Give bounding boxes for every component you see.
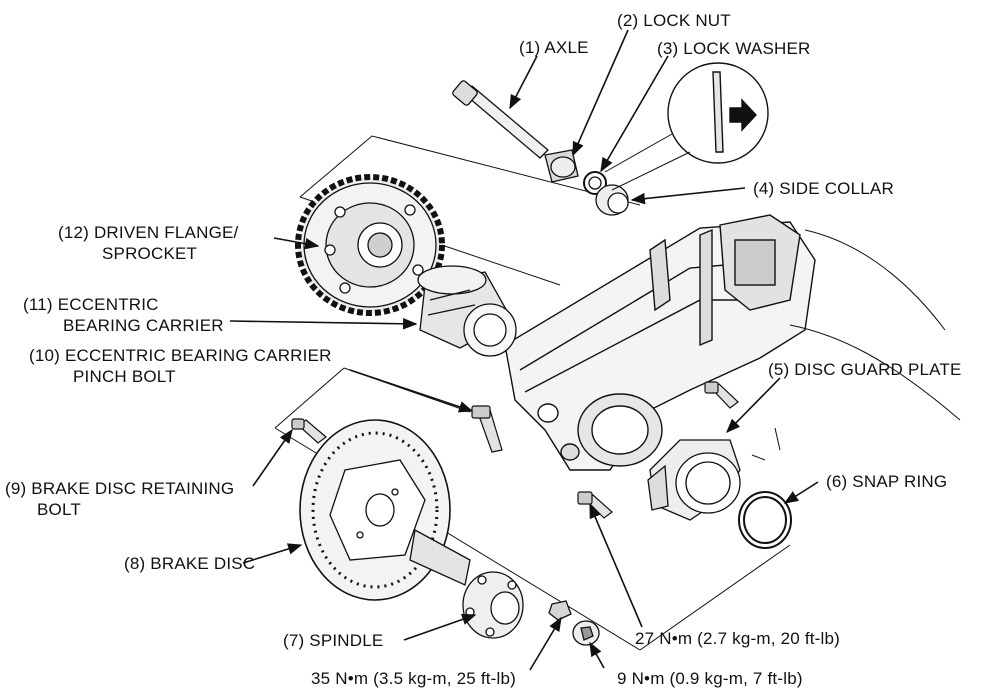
label-spindle: (7) SPINDLE	[283, 631, 384, 650]
label-snap-ring: (6) SNAP RING	[826, 472, 948, 491]
label-driven-flange: (12) DRIVEN FLANGE/ SPROCKET	[58, 222, 238, 264]
label-eccentric-bearing-carrier-line2: BEARING CARRIER	[63, 316, 224, 335]
axle-group-drawing	[452, 80, 629, 216]
label-disc-guard-plate: (5) DISC GUARD PLATE	[768, 360, 962, 379]
torque-27: 27 N•m (2.7 kg-m, 20 ft-lb)	[635, 629, 841, 648]
label-pinch-bolt-line1: (10) ECCENTRIC BEARING CARRIER	[29, 346, 332, 365]
label-brake-disc-retaining-bolt-line1: (9) BRAKE DISC RETAINING	[5, 479, 235, 498]
leader-lines	[229, 29, 819, 671]
label-driven-flange-line1: (12) DRIVEN FLANGE/	[58, 223, 239, 242]
disc-guard-plate-drawing	[647, 427, 781, 521]
snap-ring-drawing	[738, 491, 792, 549]
lock-washer-detail	[604, 62, 769, 191]
torque-9: 9 N•m (0.9 kg-m, 7 ft-lb)	[617, 669, 803, 688]
label-axle: (1) AXLE	[519, 38, 589, 57]
label-pinch-bolt-line2: PINCH BOLT	[73, 367, 176, 386]
label-eccentric-bearing-carrier: (11) ECCENTRIC BEARING CARRIER	[23, 294, 224, 336]
bolts-drawing	[291, 381, 739, 519]
label-eccentric-bearing-carrier-line1: (11) ECCENTRIC	[23, 295, 159, 314]
label-brake-disc-retaining-bolt-line2: BOLT	[37, 500, 81, 519]
bearing-carrier-drawing	[417, 265, 517, 357]
swing-arm	[504, 214, 961, 471]
label-side-collar: (4) SIDE COLLAR	[753, 179, 894, 198]
sprocket-drawing	[295, 174, 445, 316]
brake-disc-drawing	[299, 419, 451, 601]
label-pinch-bolt: (10) ECCENTRIC BEARING CARRIER PINCH BOL…	[29, 345, 332, 387]
label-brake-disc: (8) BRAKE DISC	[124, 554, 256, 573]
label-lock-washer: (3) LOCK WASHER	[657, 39, 811, 58]
label-driven-flange-line2: SPROCKET	[102, 244, 198, 263]
label-brake-disc-retaining-bolt: (9) BRAKE DISC RETAINING BOLT	[5, 478, 234, 520]
label-lock-nut: (2) LOCK NUT	[617, 11, 731, 30]
torque-35: 35 N•m (3.5 kg-m, 25 ft-lb)	[311, 669, 517, 688]
spindle-drawing	[409, 528, 600, 646]
